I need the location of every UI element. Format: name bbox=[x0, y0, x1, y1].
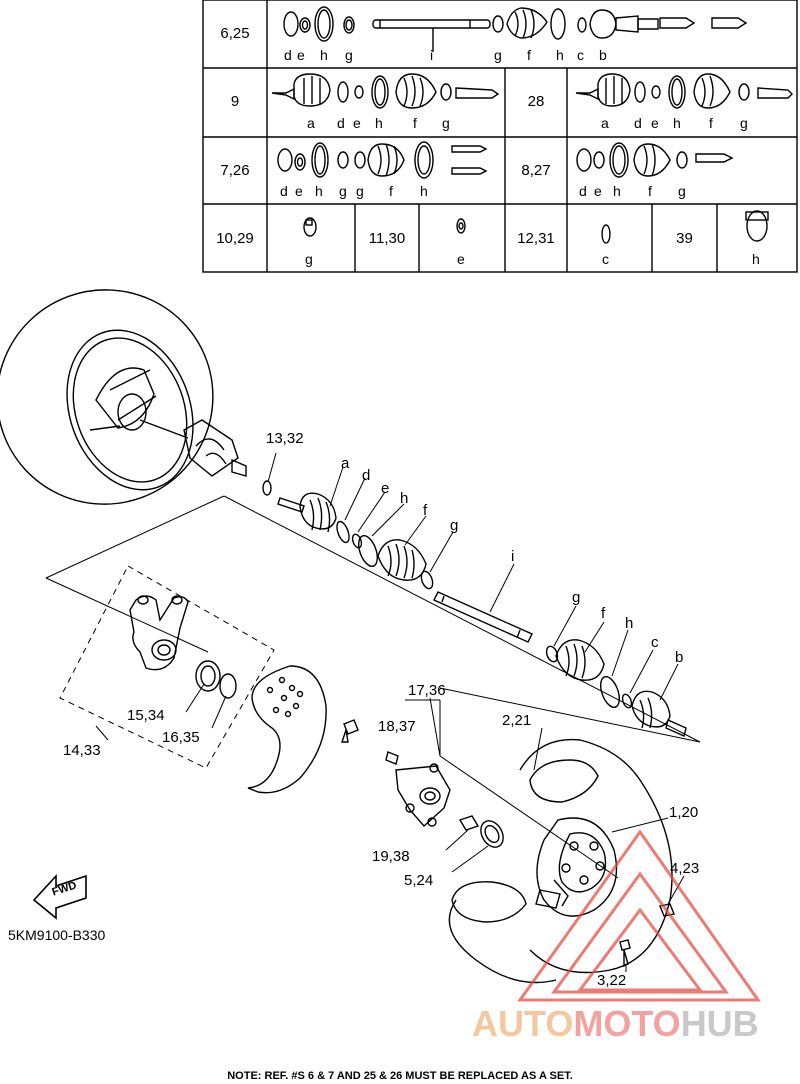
table-letter: e bbox=[594, 183, 602, 199]
table-ref-12-31: 12,31 bbox=[517, 230, 555, 247]
table-letter: f bbox=[413, 115, 417, 131]
callout-16-35: 16,35 bbox=[162, 729, 200, 746]
row4-parts bbox=[303, 210, 769, 244]
callout-5-24: 5,24 bbox=[404, 872, 434, 889]
watermark-part3: HUB bbox=[680, 1003, 759, 1044]
table-letter: h bbox=[613, 183, 621, 199]
steering-knuckle bbox=[95, 595, 237, 741]
table-letter: a bbox=[601, 115, 609, 131]
table-letter: f bbox=[648, 183, 652, 199]
wheel-hub bbox=[385, 751, 504, 873]
watermark-part2: MOTO bbox=[573, 1003, 681, 1044]
callout-g2: g bbox=[572, 589, 581, 606]
callout-19-38: 19,38 bbox=[372, 848, 410, 865]
table-letter: f bbox=[709, 115, 713, 131]
table-letter: d bbox=[284, 47, 292, 63]
table-letter: g bbox=[339, 183, 347, 199]
table-letter: h bbox=[375, 115, 383, 131]
table-letter: g bbox=[678, 183, 686, 199]
table-letter: c bbox=[602, 251, 609, 267]
table-letter: g bbox=[305, 251, 313, 267]
perspective-guide-lines bbox=[45, 495, 701, 879]
callout-3-22: 3,22 bbox=[597, 972, 627, 989]
table-ref-11-30: 11,30 bbox=[368, 230, 406, 247]
table-letter: e bbox=[457, 251, 465, 267]
table-letter: g bbox=[740, 115, 748, 131]
diagram-code: 5KM9100-B330 bbox=[8, 927, 106, 943]
callout-e: e bbox=[381, 480, 390, 497]
table-letter: e bbox=[353, 115, 361, 131]
table-letter: a bbox=[307, 115, 315, 131]
table-letter: d bbox=[634, 115, 642, 131]
table-letter: h bbox=[673, 115, 681, 131]
table-letter: c bbox=[577, 47, 584, 63]
callout-d: d bbox=[362, 467, 371, 484]
table-letter: e bbox=[295, 183, 303, 199]
table-letter: e bbox=[651, 115, 659, 131]
watermark-text: AUTOMOTOHUB bbox=[472, 1003, 759, 1045]
table-letter: g bbox=[494, 47, 502, 63]
watermark-logo-icon bbox=[517, 829, 761, 1002]
table-ref-9: 9 bbox=[230, 93, 240, 110]
callout-18-37: 18,37 bbox=[378, 718, 416, 735]
callout-a: a bbox=[341, 455, 350, 472]
drive-shaft-assembly bbox=[262, 452, 687, 737]
callout-f2: f bbox=[601, 605, 606, 622]
rear-wheel-rim-tire bbox=[448, 727, 685, 984]
table-letter: h bbox=[320, 47, 328, 63]
row3-parts-7-26 bbox=[277, 141, 488, 179]
table-letter: f bbox=[389, 183, 393, 199]
row1-parts bbox=[283, 6, 748, 52]
row3-parts-8-27 bbox=[576, 142, 734, 178]
callout-g: g bbox=[450, 517, 459, 534]
callout-f: f bbox=[423, 502, 428, 519]
table-letter: g bbox=[356, 183, 364, 199]
table-ref-8-27: 8,27 bbox=[521, 162, 551, 179]
table-letter: d bbox=[337, 115, 345, 131]
table-letter: d bbox=[579, 183, 587, 199]
parts-table-grid bbox=[202, 0, 798, 273]
table-letter: g bbox=[345, 47, 353, 63]
footer-note: NOTE: REF. #S 6 & 7 AND 25 & 26 MUST BE … bbox=[227, 1070, 573, 1082]
callout-h: h bbox=[400, 490, 409, 507]
table-ref-28: 28 bbox=[527, 93, 545, 110]
callout-i: i bbox=[511, 548, 515, 565]
row2-parts-9 bbox=[271, 73, 500, 109]
table-letter: h bbox=[420, 183, 428, 199]
table-letter: g bbox=[442, 115, 450, 131]
fwd-arrow-icon bbox=[32, 873, 87, 920]
callout-1-20: 1,20 bbox=[669, 804, 699, 821]
front-wheel-tire bbox=[0, 289, 247, 505]
table-letter: h bbox=[752, 251, 760, 267]
table-letter: i bbox=[430, 47, 434, 63]
callout-b2: b bbox=[675, 649, 684, 666]
callout-c2: c bbox=[651, 634, 659, 651]
callout-4-23: 4,23 bbox=[670, 860, 700, 877]
table-ref-6-25: 6,25 bbox=[220, 25, 250, 42]
row2-parts-28 bbox=[575, 73, 793, 109]
table-letter: e bbox=[297, 47, 305, 63]
table-letter: d bbox=[280, 183, 288, 199]
table-letter: b bbox=[599, 47, 607, 63]
callout-15-34: 15,34 bbox=[127, 707, 165, 724]
table-ref-10-29: 10,29 bbox=[216, 230, 254, 247]
knuckle-dashed-box bbox=[59, 565, 275, 769]
brake-disc bbox=[247, 665, 359, 794]
watermark-part1: AUTO bbox=[472, 1003, 574, 1044]
callout-14-33: 14,33 bbox=[63, 742, 101, 759]
table-letter: h bbox=[556, 47, 564, 63]
callout-17-36: 17,36 bbox=[408, 682, 446, 699]
table-ref-39: 39 bbox=[676, 230, 693, 247]
table-letter: h bbox=[315, 183, 323, 199]
table-ref-7-26: 7,26 bbox=[220, 162, 250, 179]
callout-h2: h bbox=[625, 615, 634, 632]
callout-13-32: 13,32 bbox=[266, 430, 304, 447]
callout-2-21: 2,21 bbox=[502, 712, 532, 729]
table-letter: f bbox=[527, 47, 531, 63]
